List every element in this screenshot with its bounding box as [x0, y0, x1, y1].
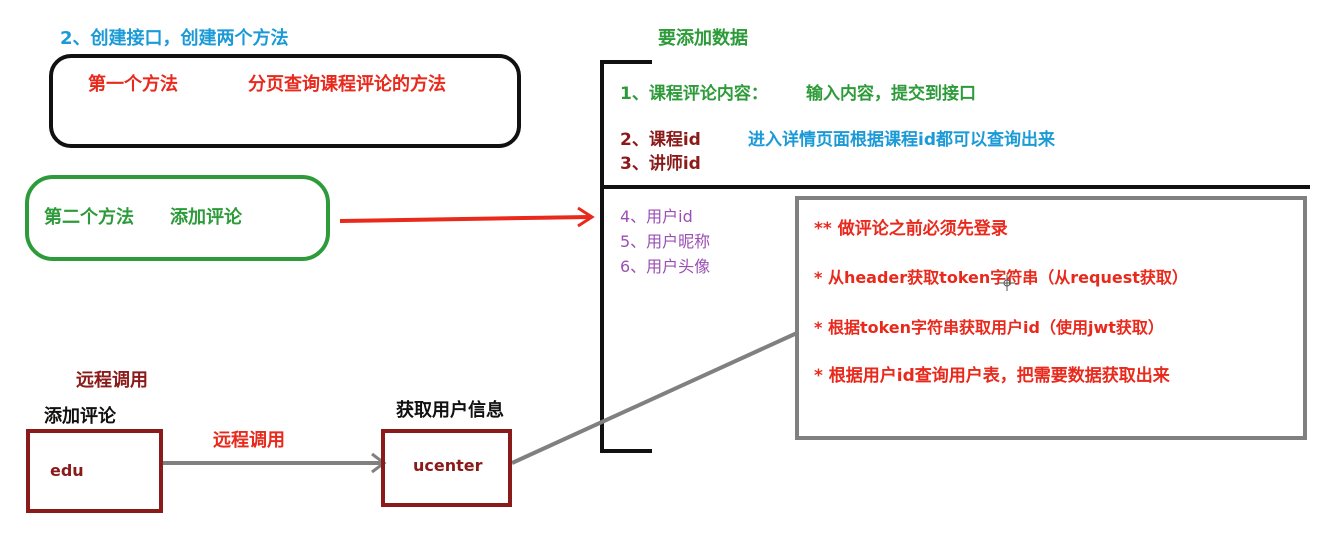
note-item: ** 做评论之前必须先登录: [814, 219, 1008, 239]
note-item: * 根据用户id查询用户表，把需要数据获取出来: [814, 366, 1170, 386]
ucenter-box: [381, 429, 512, 507]
red-arrow: [339, 206, 595, 228]
method1-box: [49, 54, 521, 148]
data-item1-label: 1、课程评论内容：: [620, 84, 768, 104]
data-user-item: 4、用户id: [620, 207, 693, 226]
edu-box: [26, 429, 163, 513]
note-item: * 根据token字符串获取用户id（使用jwt获取）: [814, 318, 1164, 337]
method2-desc: 添加评论: [170, 207, 242, 228]
get-user-info-label: 获取用户信息: [396, 400, 504, 421]
crosshair-cursor-icon: [999, 275, 1015, 291]
ucenter-to-notes-line: [511, 331, 798, 465]
data-item3: 3、讲师id: [620, 154, 701, 174]
remote-call-label: 远程调用: [213, 430, 285, 451]
ucenter-label: ucenter: [413, 456, 483, 475]
data-user-item: 6、用户头像: [620, 257, 711, 276]
data-item1-desc: 输入内容，提交到接口: [806, 84, 976, 104]
data-user-item: 5、用户昵称: [620, 232, 711, 251]
data-item2-desc: 进入详情页面根据课程id都可以查询出来: [748, 130, 1055, 150]
edu-label: edu: [50, 461, 84, 480]
method2-box: [25, 175, 330, 261]
method1-name: 第一个方法: [88, 74, 178, 95]
add-comment-label: 添加评论: [44, 406, 116, 427]
page-heading: 2、创建接口，创建两个方法: [60, 28, 289, 49]
method1-desc: 分页查询课程评论的方法: [248, 74, 446, 95]
remote-title: 远程调用: [76, 370, 148, 391]
note-item: * 从header获取token字符串（从request获取）: [814, 268, 1188, 287]
remote-call-arrow: [163, 452, 387, 474]
data-bracket: [600, 60, 1310, 453]
data-item2-label: 2、课程id: [620, 130, 701, 150]
notes-box: [795, 196, 1307, 440]
method2-name: 第二个方法: [44, 207, 134, 228]
data-title: 要添加数据: [658, 28, 748, 49]
